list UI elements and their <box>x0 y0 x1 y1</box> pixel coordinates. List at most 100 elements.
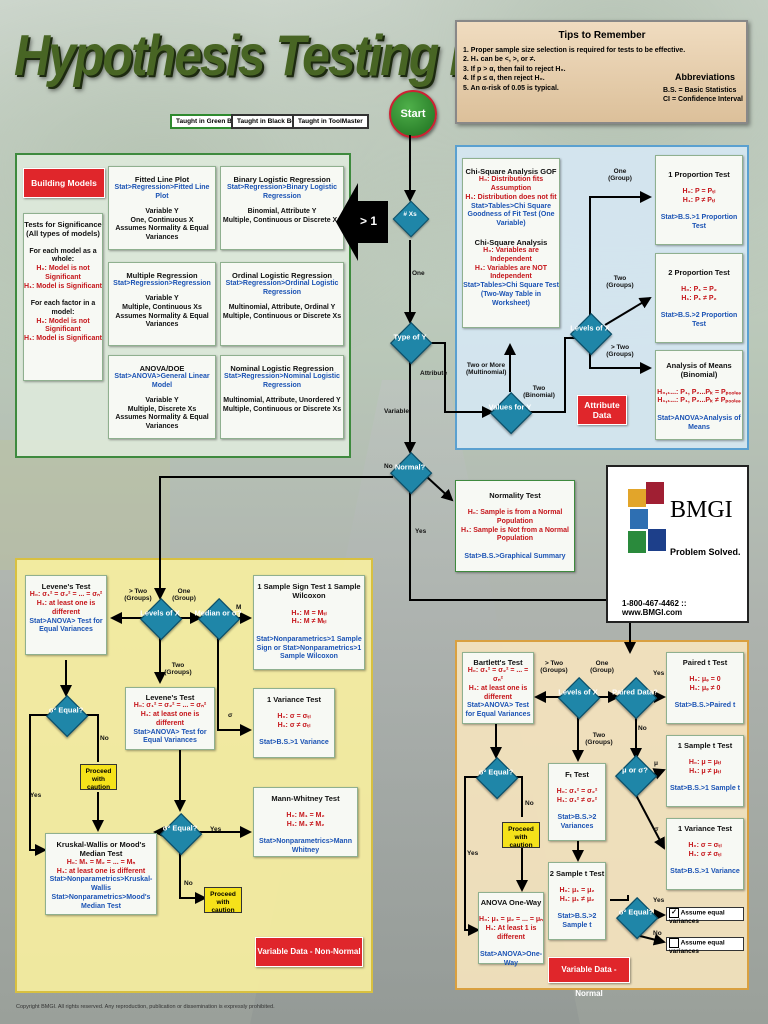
mw-title: Mann-Whitney Test <box>271 794 340 803</box>
anova-path: Stat>ANOVA>One-Way <box>479 951 543 967</box>
model-title: ANOVA/DOE <box>139 364 185 373</box>
building-models-label: Building Models <box>23 168 105 198</box>
attribute-data-label: Attribute Data <box>577 395 627 425</box>
t2-h1: H₁: μ₁ ≠ μ₂ <box>559 895 595 903</box>
pt-path: Stat>B.S.>Paired t <box>674 702 736 710</box>
caution-badge-nn-2: Proceed with caution <box>204 887 242 914</box>
bartlett-title: Bartlett's Test <box>473 658 523 667</box>
ft-h1: H₁: σ₁² ≠ σ₂² <box>556 796 598 804</box>
model-y: Multinomial, Attribute, Unordered Y <box>223 396 341 404</box>
checkbox-checked-icon[interactable]: ✓ <box>669 908 679 918</box>
var1-h1: H₁: σ ≠ σₜₗ <box>277 721 311 729</box>
label-no: No <box>638 725 647 732</box>
t1-h1: H₁: μ ≠ μₜₗ <box>689 767 721 775</box>
tips-panel: Tips to Remember 1. Proper sample size s… <box>455 20 748 124</box>
model-x: Multiple, Continuous or Discrete Xs <box>222 216 342 224</box>
mw-h0: H₀: M₁ = M₂ <box>286 812 325 820</box>
checkbox-unchecked-icon[interactable] <box>669 938 679 948</box>
anom-h1: H₁,₁...: P₁, P₂...Pₖ ≠ Pₚₒₒₗₑₔ <box>657 397 741 405</box>
model-path: Stat>Regression>Fitted Line Plot <box>114 184 210 201</box>
sig-h1: H₁: Model is Significant <box>24 282 102 290</box>
model-x: Multiple, Continuous Xs <box>122 303 202 311</box>
decision-normal[interactable]: Normal? <box>390 452 433 495</box>
decision-equal-var-n-1[interactable]: σ² Equal? <box>476 757 519 800</box>
model-x: Multiple, Continuous or Discrete Xs <box>222 312 342 320</box>
tip-item: 4. If p ≤ α, then reject H₀. <box>463 75 545 83</box>
normality-test-box: Normality Test H₀: Sample is from a Norm… <box>455 480 575 572</box>
chi1-title: Chi-Square Analysis GOF <box>465 167 557 176</box>
model-path: Stat>Regression>Nominal Logistic Regress… <box>224 373 340 390</box>
label-two-or-more: Two or More (Multinomial) <box>466 362 507 377</box>
assume-equal-unchecked[interactable]: Assume equal variances <box>666 937 744 955</box>
decision-values-for-y[interactable]: Values for Y <box>489 392 533 435</box>
chi1-h0: H₀: Distribution fits Assumption <box>478 176 544 193</box>
decision-levels-of-x-attr[interactable]: Levels of X <box>570 313 613 356</box>
anom-path: Stat>ANOVA>Analysis of Means <box>657 414 741 431</box>
decision-equal-var-n-2[interactable]: σ² Equal? <box>616 897 659 940</box>
label-no: No <box>525 800 534 807</box>
levene2-title: Levene's Test <box>145 693 195 702</box>
chi2-path: Stat>Tables>Chi Square Test (Two-Way Tab… <box>463 282 559 307</box>
bartlett-h0: H₀: σ₁² = σ₂² = ... = σₙ² <box>467 667 529 684</box>
tips-list: 1. Proper sample size selection is requi… <box>463 46 743 93</box>
tip-item: 2. H₁ can be <, >, or ≠. <box>463 56 536 64</box>
model-title: Fitted Line Plot <box>134 175 190 184</box>
sign-path: Stat>Nonparametrics>1 Sample Sign or Sta… <box>256 635 362 661</box>
label-gt2-groups: > Two (Groups) <box>606 344 634 359</box>
decision-median-or-sigma[interactable]: Median or σ? <box>194 598 242 641</box>
label-two-binomial: Two (Binomial) <box>523 385 555 400</box>
nvar1-title: 1 Variance Test <box>677 824 733 833</box>
model-assumption: Assumes Normality & Equal Variances <box>115 414 209 431</box>
anova-title: ANOVA One-Way <box>480 898 542 907</box>
bartlett-path: Stat>ANOVA> Test for Equal Variances <box>465 702 531 719</box>
decision-levels-of-x-normal[interactable]: Levels of X <box>558 677 601 720</box>
start-node[interactable]: Start <box>389 90 437 138</box>
ft-path: Stat>B.S.>2 Variances <box>557 814 597 831</box>
bmgi-contact[interactable]: 1-800-467-4462 :: www.BMGI.com <box>622 599 687 617</box>
label-yes: Yes <box>30 792 42 799</box>
chi-square-box: Chi-Square Analysis GOF H₀: Distribution… <box>462 158 560 328</box>
label-yes: Yes <box>653 897 665 904</box>
p2-h1: H₁: P₁ ≠ P₂ <box>681 294 717 302</box>
decision-paired-data[interactable]: Paired Data? <box>612 677 658 720</box>
tips-title: Tips to Remember <box>558 30 646 41</box>
label-variable: Variable <box>384 408 409 415</box>
label-attribute: Attribute <box>420 370 448 377</box>
p1-h1: H₁: P ≠ Pₜₗ <box>682 196 716 204</box>
decision-equal-var-nn-2[interactable]: σ² Equal? <box>160 813 203 856</box>
label-yes: Yes <box>415 528 427 535</box>
levene1-h1: H₁: at least one is different <box>36 600 96 616</box>
decision-type-of-y[interactable]: Type of Y <box>390 322 433 365</box>
f-test-box: Fₜ Test H₀: σ₁² = σ₂² H₁: σ₁² ≠ σ₂² Stat… <box>548 763 606 841</box>
nvar1-path: Stat>B.S.>1 Variance <box>670 868 740 876</box>
model-assumption: Assumes Normality & Equal Variances <box>115 312 209 329</box>
sig-title: Tests for Significance (All types of mod… <box>24 220 102 239</box>
assume-equal-label: Assume equal variances <box>669 909 725 925</box>
paired-t-box: Paired t Test H₀: μₔ = 0 H₁: μₔ ≠ 0 Stat… <box>666 652 744 724</box>
model-assumption: Assumes Normality & Equal Variances <box>115 225 209 242</box>
label-two: Two (Groups) <box>585 732 613 747</box>
one-proportion-box: 1 Proportion Test H₀: P = Pₜₗ H₁: P ≠ Pₜ… <box>655 155 743 245</box>
decision-equal-var-nn-1[interactable]: σ² Equal? <box>46 695 89 738</box>
assume-equal-checked[interactable]: ✓ Assume equal variances <box>666 907 744 925</box>
bartlett-test-box: Bartlett's Test H₀: σ₁² = σ₂² = ... = σₙ… <box>462 652 534 724</box>
t1-title: 1 Sample t Test <box>677 741 733 750</box>
model-path: Stat>Regression>Binary Logistic Regressi… <box>226 184 338 201</box>
p2-title: 2 Proportion Test <box>668 268 730 277</box>
anova-h0: H₀: μ₁ = μ₂ = ... = μₙ <box>479 916 543 924</box>
decision-levels-of-x-nonnormal[interactable]: Levels of X <box>140 598 183 641</box>
model-y: Variable Y <box>145 207 179 215</box>
bartlett-h1: H₁: at least one is different <box>468 684 528 701</box>
decision-mu-or-sigma[interactable]: μ or σ? <box>615 755 658 798</box>
logo-square-icon <box>628 489 646 507</box>
p2-path: Stat>B.S.>2 Proportion Test <box>660 312 738 329</box>
decision-num-xs[interactable]: # Xs <box>392 200 430 238</box>
label-no: No <box>653 930 662 937</box>
label-mu: μ <box>654 760 658 767</box>
two-proportion-box: 2 Proportion Test H₀: P₁ = P₂ H₁: P₁ ≠ P… <box>655 253 743 343</box>
